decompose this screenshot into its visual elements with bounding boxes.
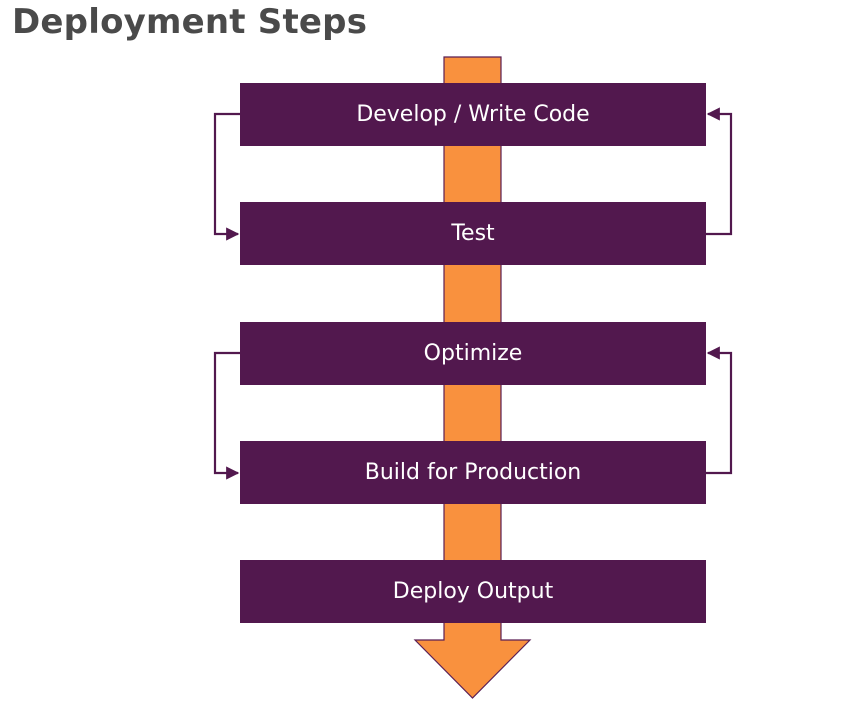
step-box: [240, 202, 706, 265]
step-box: [240, 560, 706, 623]
step-label: Build for Production: [365, 460, 582, 485]
page-title: Deployment Steps: [12, 2, 368, 42]
step-label: Optimize: [424, 341, 523, 366]
step-build: Build for Production: [240, 441, 706, 504]
step-label: Develop / Write Code: [356, 102, 589, 127]
step-develop: Develop / Write Code: [240, 83, 706, 146]
step-box: [240, 322, 706, 385]
step-box: [240, 441, 706, 504]
step-optimize: Optimize: [240, 322, 706, 385]
step-deploy: Deploy Output: [240, 560, 706, 623]
step-box: [240, 83, 706, 146]
loop-connector-right-build-optimize: [706, 346, 733, 475]
loop-connector-right-test-develop: [706, 107, 733, 236]
loop-connector-left-develop-test: [213, 112, 240, 241]
loop-connector-left-optimize-build: [213, 351, 240, 480]
step-label: Test: [450, 221, 495, 246]
step-test: Test: [240, 202, 706, 265]
step-label: Deploy Output: [393, 579, 554, 604]
